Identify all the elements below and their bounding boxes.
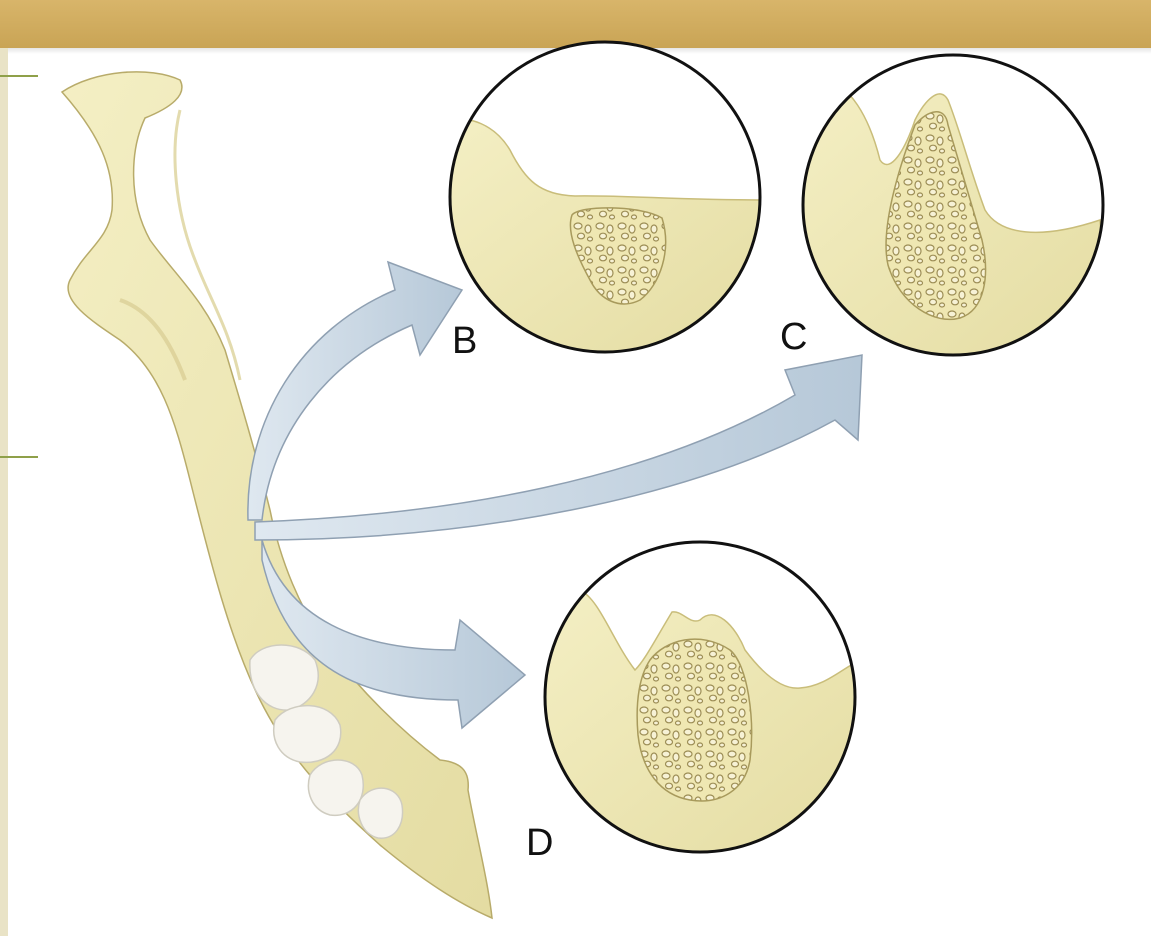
label-b: B [452, 322, 477, 360]
cross-section-b [445, 42, 760, 360]
label-c: C [780, 318, 807, 356]
mandible-bone [62, 72, 492, 918]
cross-section-d [540, 542, 860, 860]
cross-section-c [800, 55, 1110, 360]
curved-arrow-to-b [248, 262, 462, 520]
curved-arrow-to-c [255, 355, 862, 540]
tooth [274, 706, 341, 763]
label-d: D [526, 824, 553, 862]
tooth [308, 760, 363, 815]
tooth [358, 788, 402, 838]
